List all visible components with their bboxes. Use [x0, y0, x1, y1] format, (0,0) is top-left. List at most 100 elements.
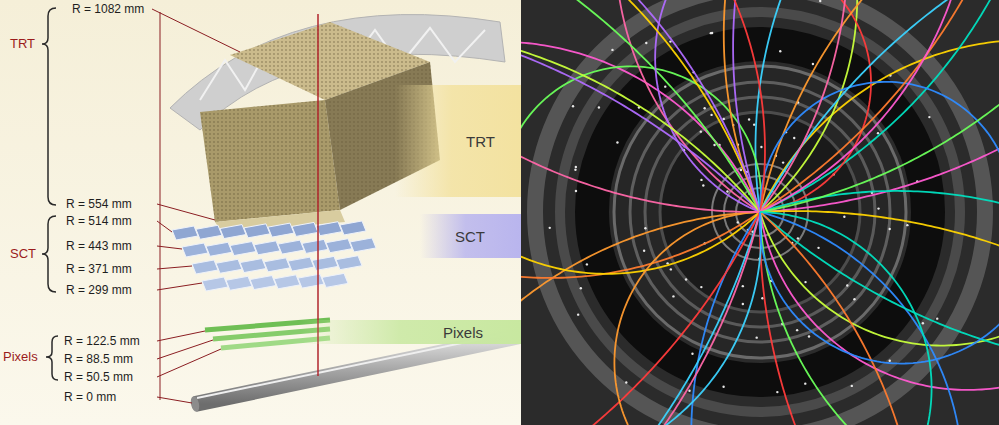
particle-track: [760, 211, 999, 326]
section-label: SCT: [10, 246, 36, 261]
leader-line: [157, 204, 215, 220]
radius-label: R = 88.5 mm: [64, 352, 133, 366]
hit-dot: [643, 250, 645, 252]
hit-dot: [577, 313, 579, 315]
hit-dot: [737, 221, 739, 223]
sct-module: [316, 222, 342, 236]
hit-dot: [748, 118, 750, 120]
particle-track: [521, 56, 760, 212]
sct-module: [292, 222, 318, 236]
band-label: TRT: [466, 133, 495, 150]
radius-label: R = 443 mm: [66, 239, 132, 253]
hit-dot: [851, 385, 853, 387]
hit-dot: [700, 286, 702, 288]
hit-dot: [846, 284, 848, 286]
hit-dot: [572, 105, 574, 107]
event-display: [521, 0, 999, 425]
particle-track: [614, 212, 760, 425]
sct-module: [278, 240, 304, 254]
sct-module: [220, 225, 246, 239]
hit-dot: [702, 184, 704, 186]
sct-module: [326, 239, 352, 253]
particle-track: [760, 212, 932, 425]
hit-dot: [703, 107, 705, 109]
section-label: TRT: [10, 36, 35, 51]
hit-dot: [574, 169, 576, 171]
sct-module: [264, 258, 290, 272]
brace: [42, 216, 56, 292]
hit-dot: [713, 144, 715, 146]
sct-module: [202, 277, 228, 291]
leader-line: [157, 266, 192, 269]
hit-dot: [817, 247, 819, 249]
hit-dot: [700, 179, 702, 181]
radius-label: R = 0 mm: [64, 390, 116, 404]
leader-line: [157, 283, 202, 290]
hit-dot: [664, 85, 666, 87]
sct-module: [302, 239, 328, 253]
sct-module: [268, 223, 294, 237]
sct-module: [216, 259, 242, 273]
particle-track: [760, 212, 999, 370]
particle-track: [760, 212, 999, 390]
radius-label: R = 371 mm: [66, 262, 132, 276]
leader-line: [157, 397, 192, 403]
detector-band: Pixels: [300, 320, 521, 344]
particle-track: [521, 0, 760, 212]
hit-dot: [645, 42, 647, 44]
hit-dot: [761, 297, 763, 299]
hit-dot: [549, 227, 551, 229]
trt-front-texture: [200, 100, 340, 222]
hit-dot: [575, 190, 577, 192]
hit-dot: [644, 227, 646, 229]
hit-dot: [936, 317, 938, 319]
hit-dot: [670, 268, 672, 270]
hit-dot: [711, 32, 713, 34]
hit-dot: [782, 161, 784, 163]
hit-dot: [928, 116, 930, 118]
particle-track: [760, 0, 999, 212]
tracks: [521, 0, 999, 425]
beam-pipe-end: [189, 395, 200, 412]
section-label: Pixels: [3, 349, 38, 364]
hit-dot: [616, 141, 618, 143]
detector-band: SCT: [420, 214, 521, 258]
hit-dot: [710, 114, 712, 116]
particle-track: [760, 0, 999, 212]
hit-dot: [843, 216, 845, 218]
hit-dot: [888, 228, 890, 230]
sct-staves: [172, 221, 376, 291]
hit-dot: [797, 237, 799, 239]
particle-track: [760, 212, 999, 364]
leader-line: [152, 9, 240, 52]
sct-module: [172, 226, 198, 240]
band-label: SCT: [455, 228, 485, 245]
sct-module: [250, 276, 276, 290]
hit-dot: [853, 298, 855, 300]
particle-track: [537, 212, 760, 425]
hit-dot: [580, 287, 582, 289]
particle-track: [610, 0, 765, 212]
hit-dot: [922, 322, 924, 324]
leader-line: [157, 246, 182, 249]
hit-dot: [742, 303, 744, 305]
hit-dot: [575, 166, 577, 168]
leader-line: [157, 221, 172, 232]
sct-module: [288, 257, 314, 271]
hit-dot: [804, 281, 806, 283]
band-label: Pixels: [443, 324, 483, 341]
sct-module: [350, 238, 376, 252]
hit-dot: [877, 207, 879, 209]
radius-axis: [160, 12, 161, 400]
particle-track: [760, 0, 999, 212]
brackets: [42, 8, 58, 380]
particle-track: [521, 66, 761, 212]
hit-dot: [906, 224, 908, 226]
trt-front: [200, 100, 340, 222]
hit-dot: [877, 132, 879, 134]
sct-module: [206, 242, 232, 256]
hit-dot: [685, 278, 687, 280]
hit-dot: [779, 50, 781, 52]
radius-label: R = 1082 mm: [72, 2, 144, 16]
particle-track: [539, 212, 760, 425]
